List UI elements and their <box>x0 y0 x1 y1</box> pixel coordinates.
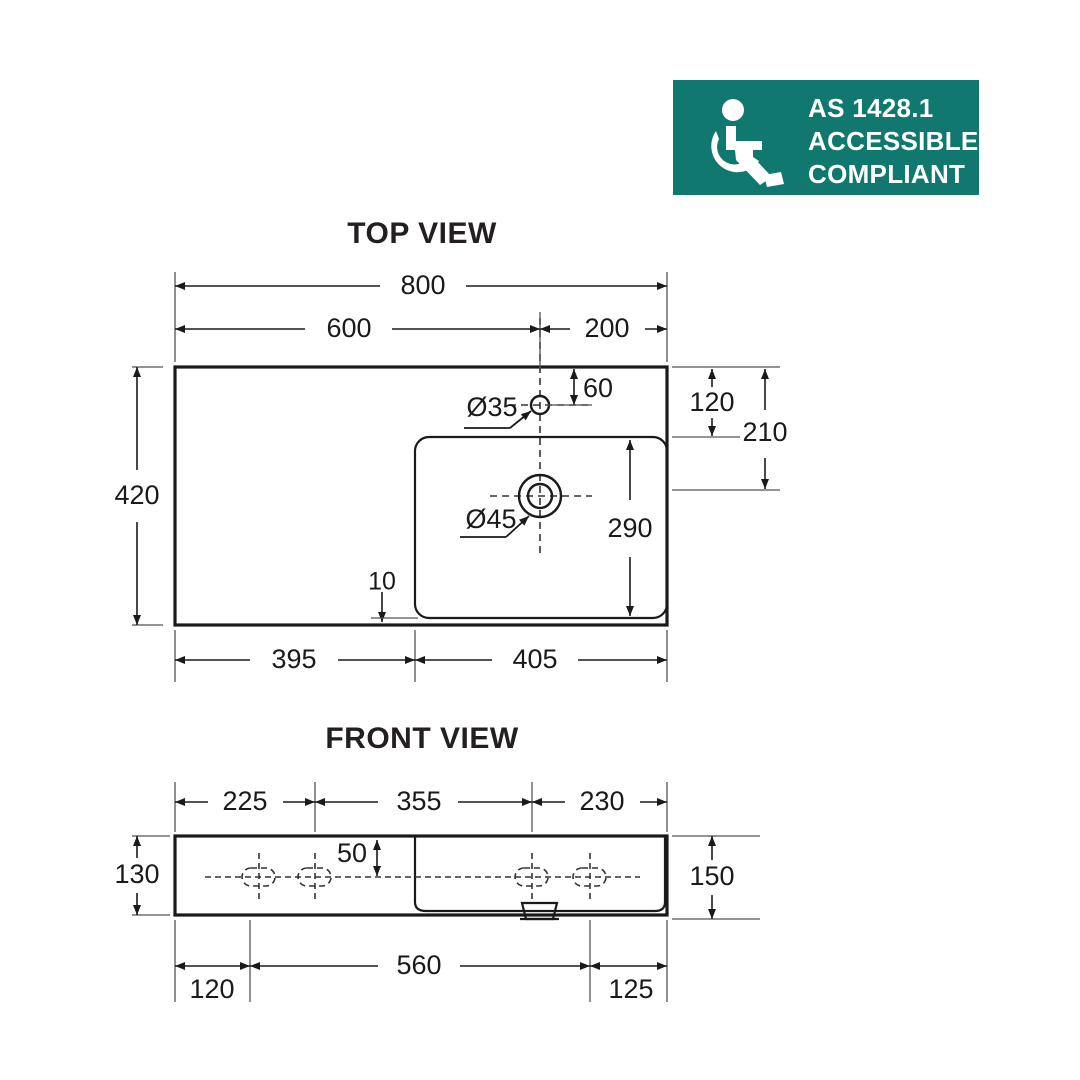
dimension-560: 560 <box>250 950 590 980</box>
dimension-600-label: 600 <box>326 313 371 343</box>
front-view-bowl-profile <box>413 836 667 913</box>
dimension-125-label: 125 <box>608 974 653 1004</box>
dimension-200: 200 <box>540 313 667 343</box>
dimension-120-top-label: 120 <box>689 387 734 417</box>
dimension-150-label: 150 <box>689 861 734 891</box>
badge-background <box>673 80 979 195</box>
badge-line-1: AS 1428.1 <box>808 93 934 123</box>
dimension-290-label: 290 <box>607 513 652 543</box>
fixing-slot-1 <box>241 853 276 901</box>
top-view-slab-outline <box>173 365 669 627</box>
front-view-body-outline <box>173 834 669 917</box>
dimension-600: 600 <box>175 313 540 343</box>
badge-line-3: COMPLIANT <box>808 159 965 189</box>
dimension-150: 150 <box>689 836 735 919</box>
wheelchair-accessible-icon <box>711 99 784 187</box>
dimension-560-label: 560 <box>396 950 441 980</box>
dimension-355-label: 355 <box>396 786 441 816</box>
dimension-120-bottom-label: 120 <box>189 974 234 1004</box>
dimension-210-label: 210 <box>742 417 787 447</box>
dimension-60-label: 60 <box>583 373 613 403</box>
dimension-230-label: 230 <box>579 786 624 816</box>
dimension-420: 420 <box>114 367 160 625</box>
top-view-geometry <box>173 318 669 627</box>
front-view-fixing-slots <box>241 853 607 901</box>
dimension-60: 60 <box>545 369 613 406</box>
dimension-10-label: 10 <box>368 568 396 596</box>
dimension-800: 800 <box>175 270 667 300</box>
top-view-title: TOP VIEW <box>347 217 497 250</box>
dimension-d35-label: Ø35 <box>466 392 517 422</box>
front-view-extension-lines <box>132 782 760 1002</box>
dimension-50-label: 50 <box>337 838 367 868</box>
fixing-slot-3 <box>514 853 549 901</box>
dimension-230: 230 <box>532 786 667 816</box>
dimension-395: 395 <box>175 644 415 674</box>
dimension-120-bottom: 120 <box>175 962 250 1004</box>
dimension-120-top: 120 <box>689 369 735 436</box>
dimension-10: 10 <box>368 568 418 622</box>
dimension-800-label: 800 <box>400 270 445 300</box>
waste-hole-inner-circle <box>526 482 554 510</box>
dimension-50: 50 <box>337 838 381 876</box>
dimension-125: 125 <box>590 962 667 1004</box>
dimension-290: 290 <box>607 440 653 616</box>
fixing-slot-2 <box>297 853 332 901</box>
front-view-title: FRONT VIEW <box>325 722 519 755</box>
dimension-405: 405 <box>415 644 667 674</box>
waste-hole-outer-circle <box>517 473 563 519</box>
dimension-225: 225 <box>175 786 315 816</box>
dimension-200-label: 200 <box>584 313 629 343</box>
tap-hole-diameter-callout: Ø35 <box>464 392 532 429</box>
waste-hole-diameter-callout: Ø45 <box>460 504 530 538</box>
top-view-bowl-outline <box>413 435 669 620</box>
dimension-130-label: 130 <box>114 859 159 889</box>
dimension-130: 130 <box>114 836 160 915</box>
badge-line-2: ACCESSIBLE <box>808 126 979 156</box>
fixing-slot-4 <box>572 853 607 901</box>
dimension-225-label: 225 <box>222 786 267 816</box>
dimension-210: 210 <box>742 369 788 489</box>
front-view-geometry <box>173 834 669 921</box>
dimension-420-label: 420 <box>114 480 159 510</box>
dimension-355: 355 <box>315 786 532 816</box>
dimension-d45-label: Ø45 <box>465 504 516 534</box>
dimension-395-label: 395 <box>271 644 316 674</box>
dimension-405-label: 405 <box>512 644 557 674</box>
accessibility-compliance-badge: AS 1428.1 ACCESSIBLE COMPLIANT <box>673 80 979 195</box>
